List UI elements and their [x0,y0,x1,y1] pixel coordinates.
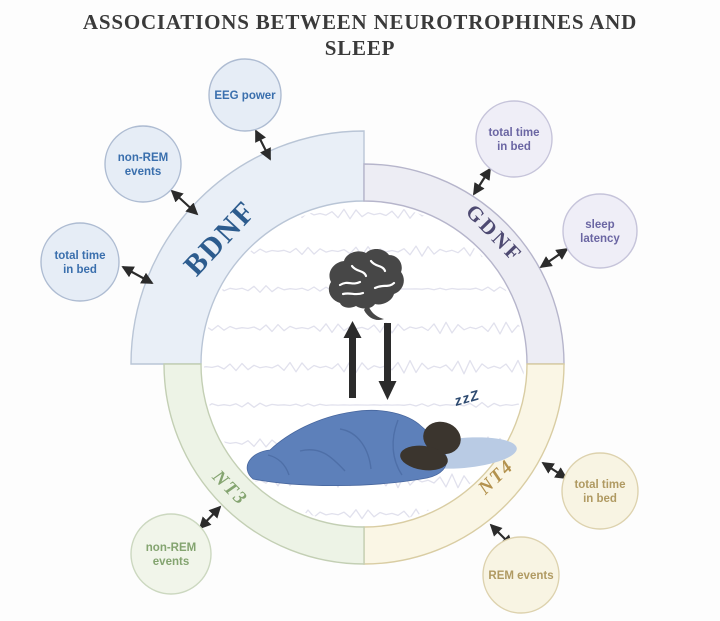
bubble-label: non-REM [118,152,168,164]
up-arrow-icon [343,321,362,398]
sleeper-head [400,421,461,471]
bubble-rem-events-nt4: REM events [482,536,560,614]
arrow-totaltime-bdnf [121,266,154,284]
page-title: ASSOCIATIONS BETWEEN NEUROTROPHINES AND … [0,10,720,61]
down-arrow-icon [378,323,397,400]
factor-bubbles: EEG power non-REM events total time in b… [40,58,639,614]
arrow-nonrem-nt3 [198,505,222,530]
arrow-totaltime-gdnf [473,167,491,196]
bubble-total-time-in-bed-bdnf: total time in bed [40,222,120,302]
zzz-text: zzZ [451,386,481,409]
bubble-total-time-in-bed-nt4: total time in bed [561,452,639,530]
segment-arc-bdnf [130,130,365,365]
bubble-eeg-power: EEG power [208,58,282,132]
eeg-wave-line [204,401,524,408]
bubble-sleep-latency-gdnf: sleep latency [562,193,638,269]
sleeping-person-illustration: zzZ [246,386,517,487]
bubble-label: in bed [63,264,97,276]
bubble-label: EEG power [214,90,276,102]
bubble-nonrem-events-bdnf: non-REM events [104,125,182,203]
title-line2: SLEEP [324,35,396,60]
bubble-label: in bed [497,141,531,153]
bubble-label: sleep [585,219,614,231]
bubble-label: events [125,166,161,178]
title-line1: ASSOCIATIONS BETWEEN NEUROTROPHINES AND [82,10,638,34]
segment-arc-nt3 [163,363,365,565]
arrow-sleeplatency-gdnf [539,247,569,269]
eeg-wave-line [204,321,524,335]
eeg-wave-line [204,359,524,375]
bubble-label: latency [580,233,620,245]
arrow-eeg-power-bdnf [255,129,271,161]
arrow-nonrem-bdnf [170,189,199,216]
bubble-label: REM events [488,570,553,582]
bubble-nonrem-events-nt3: non-REM events [130,513,212,595]
bubble-total-time-in-bed-gdnf: total time in bed [475,100,553,178]
brain-icon [328,249,404,320]
bubble-label: non-REM [146,542,196,554]
connector-arrows [121,129,569,548]
bubble-label: total time [574,479,625,491]
bubble-label: events [153,556,189,568]
bubble-label: total time [488,127,539,139]
arrow-totaltime-nt4 [541,462,568,479]
bubble-label: in bed [583,493,617,505]
bubble-label: total time [54,250,105,262]
brain-sleep-exchange-arrows [343,321,397,400]
